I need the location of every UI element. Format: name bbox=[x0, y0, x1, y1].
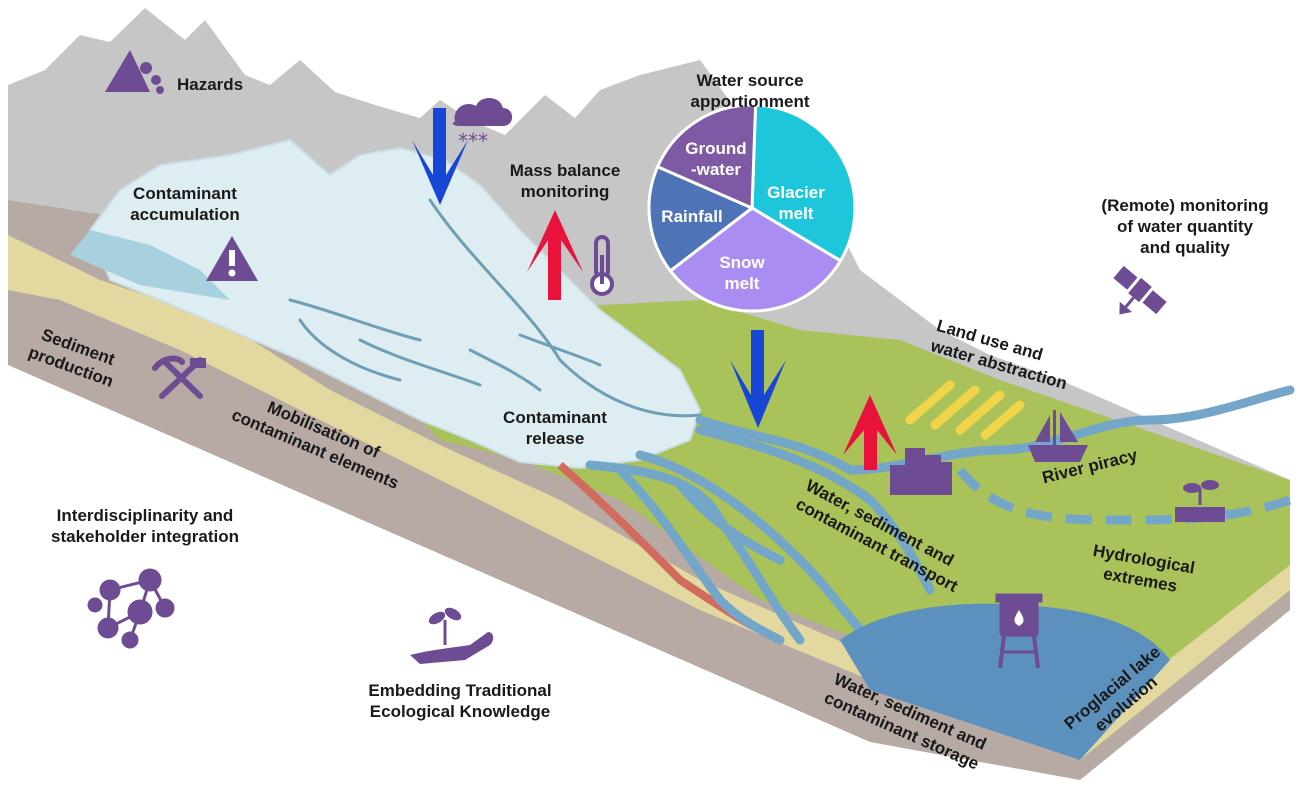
pie-label-glacier-melt: Glacier melt bbox=[764, 182, 828, 224]
label-contaminant-release: Contaminant release bbox=[495, 407, 615, 449]
pie-label-snow-line1: Snow bbox=[719, 253, 765, 272]
precipitation-arrow bbox=[412, 108, 468, 205]
satellite-icon bbox=[1113, 265, 1167, 315]
label-interdisciplinarity-line1: Interdisciplinarity and bbox=[56, 506, 234, 525]
label-mass-balance: Mass balance monitoring bbox=[500, 160, 630, 202]
hammer-pick-icon bbox=[152, 355, 206, 399]
snow-cloud-icon: *** bbox=[452, 97, 513, 153]
proglacial-lake bbox=[840, 603, 1170, 760]
glacier-crevasses bbox=[288, 198, 702, 418]
left-lake bbox=[70, 230, 230, 300]
pie-label-rainfall: Rainfall bbox=[661, 207, 723, 226]
label-remote-monitoring: (Remote) monitoring of water quantity an… bbox=[1090, 195, 1280, 258]
crop-fields bbox=[905, 380, 1025, 440]
pie-label-ground-line1: Ground bbox=[685, 139, 747, 158]
dashed-river bbox=[956, 467, 1292, 525]
pie-label-groundwater: Ground -water bbox=[680, 138, 752, 180]
label-contaminant-accumulation-line2: accumulation bbox=[130, 205, 240, 224]
pie-label-snow-melt: Snow melt bbox=[710, 252, 774, 294]
label-mass-balance-line2: monitoring bbox=[520, 182, 610, 201]
pie-label-glacier-line2: melt bbox=[778, 204, 814, 223]
abstraction-arrow bbox=[843, 395, 897, 470]
pie-slice-snow-melt bbox=[668, 206, 843, 313]
pie-label-snow-line2: melt bbox=[724, 274, 760, 293]
label-remote-monitoring-line1: (Remote) monitoring bbox=[1101, 196, 1269, 215]
sediment-strip bbox=[8, 235, 870, 680]
label-tek-line1: Embedding Traditional bbox=[368, 681, 552, 700]
label-pie-heading: Water source apportionment bbox=[670, 70, 830, 112]
svg-text:***: *** bbox=[458, 129, 488, 153]
label-tek: Embedding Traditional Ecological Knowled… bbox=[345, 680, 575, 722]
label-mass-balance-line1: Mass balance bbox=[509, 161, 621, 180]
label-interdisciplinarity-line2: stakeholder integration bbox=[51, 527, 239, 546]
meltwater-arrow bbox=[730, 330, 786, 428]
label-contaminant-release-line1: Contaminant bbox=[503, 408, 607, 427]
pie-slice-rainfall bbox=[647, 164, 755, 273]
pie-label-glacier-line1: Glacier bbox=[767, 183, 825, 202]
label-tek-line2: Ecological Knowledge bbox=[369, 702, 551, 721]
pie-heading-line1: Water source bbox=[696, 71, 804, 90]
label-interdisciplinarity: Interdisciplinarity and stakeholder inte… bbox=[30, 505, 260, 547]
label-remote-monitoring-line2: of water quantity bbox=[1116, 217, 1253, 236]
label-remote-monitoring-line3: and quality bbox=[1140, 238, 1230, 257]
drought-plant-icon bbox=[1175, 480, 1225, 522]
thermometer-icon bbox=[590, 235, 614, 296]
label-contaminant-accumulation: Contaminant accumulation bbox=[110, 183, 260, 225]
mass-loss-arrow bbox=[527, 210, 583, 300]
ship-icon bbox=[1028, 410, 1088, 462]
pie-slice-groundwater bbox=[655, 103, 758, 211]
hand-plant-icon bbox=[410, 607, 494, 664]
warning-icon bbox=[206, 236, 258, 281]
label-contaminant-release-line2: release bbox=[525, 429, 585, 448]
label-contaminant-accumulation-line1: Contaminant bbox=[133, 184, 237, 203]
label-hazards: Hazards bbox=[177, 75, 244, 94]
buildings-icon bbox=[890, 448, 952, 495]
water-tower-icon bbox=[995, 593, 1043, 669]
pie-label-ground-line2: -water bbox=[690, 160, 742, 179]
network-people-icon bbox=[87, 568, 175, 649]
rockfall-icon bbox=[105, 50, 164, 94]
glacier bbox=[88, 138, 702, 470]
pie-heading-line2: apportionment bbox=[690, 92, 810, 111]
